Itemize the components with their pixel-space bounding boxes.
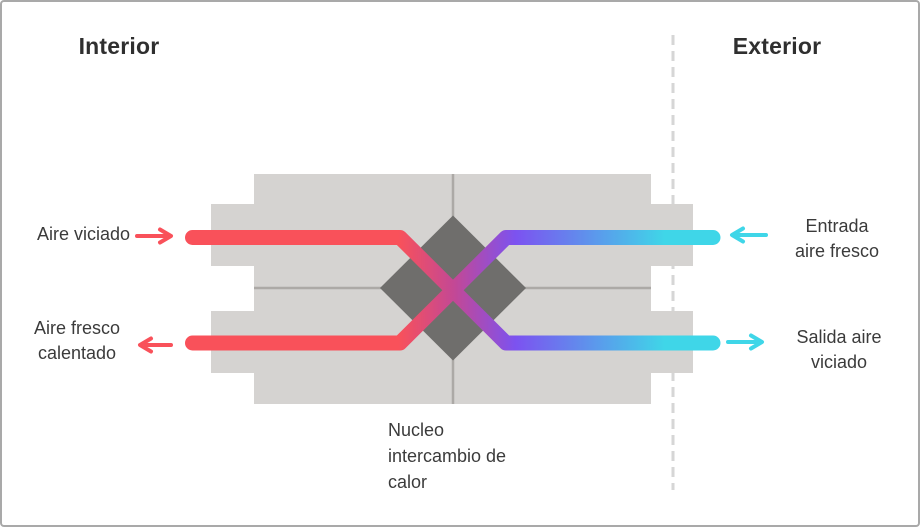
heat-exchanger-core-label: Nucleo intercambio de calor [388,420,507,492]
interior-zone-heading: Interior [78,33,160,59]
arrow-left-icon [730,226,768,244]
exterior-zone-heading: Exterior [732,33,822,59]
arrow-right-icon [135,227,173,245]
fresh-air-flow-path [185,230,721,351]
arrow-right-icon [726,333,764,351]
heated-fresh-air-out-label: Aire fresco calentado [33,318,121,363]
stale-air-exhaust-label: Salida aire viciado [796,327,882,372]
fresh-air-intake-label: Entrada aire fresco [794,216,880,261]
arrow-left-icon [138,336,173,354]
stale-air-in-label: Aire viciado [36,224,130,244]
